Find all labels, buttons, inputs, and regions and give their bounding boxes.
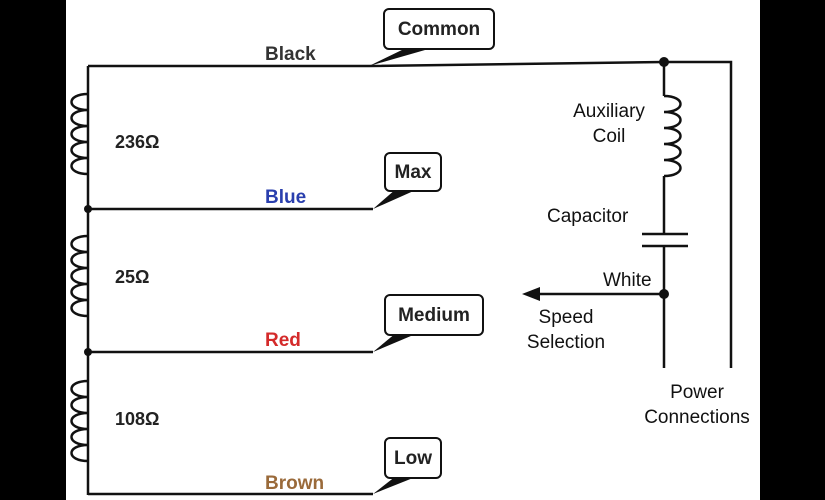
auxiliary-coil-label-line1: Auxiliary [573, 101, 645, 122]
junction-dot [659, 289, 669, 299]
white-wire-label: White [603, 270, 652, 291]
speed-selection-arrowhead [522, 287, 540, 301]
resistance-236-label: 236Ω [115, 132, 160, 152]
auxiliary-coil-label-line2: Coil [592, 126, 626, 147]
speed-selection-label-line2: Selection [526, 332, 606, 353]
medium-callout: Medium [384, 294, 484, 336]
wiring-diagram: Common Max Medium Low Black Blue Red Bro… [66, 0, 760, 500]
power-connections-label-line1: Power [670, 382, 724, 403]
common-callout-pointer [369, 48, 432, 66]
capacitor-label: Capacitor [547, 206, 629, 227]
power-connections-label: Power Connections [634, 380, 760, 430]
max-callout-pointer [373, 189, 418, 209]
speed-selection-label: Speed Selection [511, 305, 621, 355]
junction-dot [84, 205, 92, 213]
brown-wire-label: Brown [265, 473, 325, 494]
red-wire-label: Red [265, 330, 301, 351]
common-callout: Common [383, 8, 495, 50]
main-coil-middle [70, 234, 89, 318]
speed-selection-label-line1: Speed [538, 307, 594, 328]
low-callout: Low [384, 437, 442, 479]
resistance-108-label: 108Ω [115, 409, 160, 429]
junction-dot [84, 348, 92, 356]
wiring-lines [70, 48, 733, 496]
medium-callout-pointer [373, 333, 418, 352]
black-wire-label: Black [265, 44, 316, 65]
low-callout-pointer [373, 476, 418, 494]
auxiliary-coil-label: Auxiliary Coil [554, 99, 664, 149]
blue-wire-label: Blue [265, 187, 307, 208]
power-connections-label-line2: Connections [644, 407, 750, 428]
main-coil-lower [70, 379, 89, 463]
auxiliary-coil [663, 94, 682, 178]
resistance-25-label: 25Ω [115, 267, 150, 287]
junction-dot [659, 57, 669, 67]
main-coil-upper [70, 92, 89, 176]
max-callout: Max [384, 152, 442, 192]
